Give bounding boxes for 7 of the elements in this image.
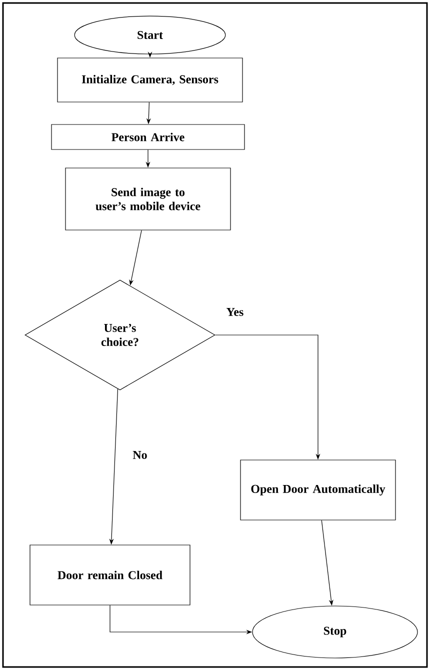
process-box: Send image to user’s mobile device bbox=[65, 168, 231, 230]
process-box: Door remain Closed bbox=[30, 544, 190, 606]
process-box: Open Door Automatically bbox=[240, 460, 396, 520]
edge-label: No bbox=[132, 450, 148, 460]
edge-label: Yes bbox=[225, 307, 245, 317]
process-box: Initialize Camera, Sensors bbox=[57, 58, 243, 102]
process-box: Person Arrive bbox=[51, 124, 245, 150]
